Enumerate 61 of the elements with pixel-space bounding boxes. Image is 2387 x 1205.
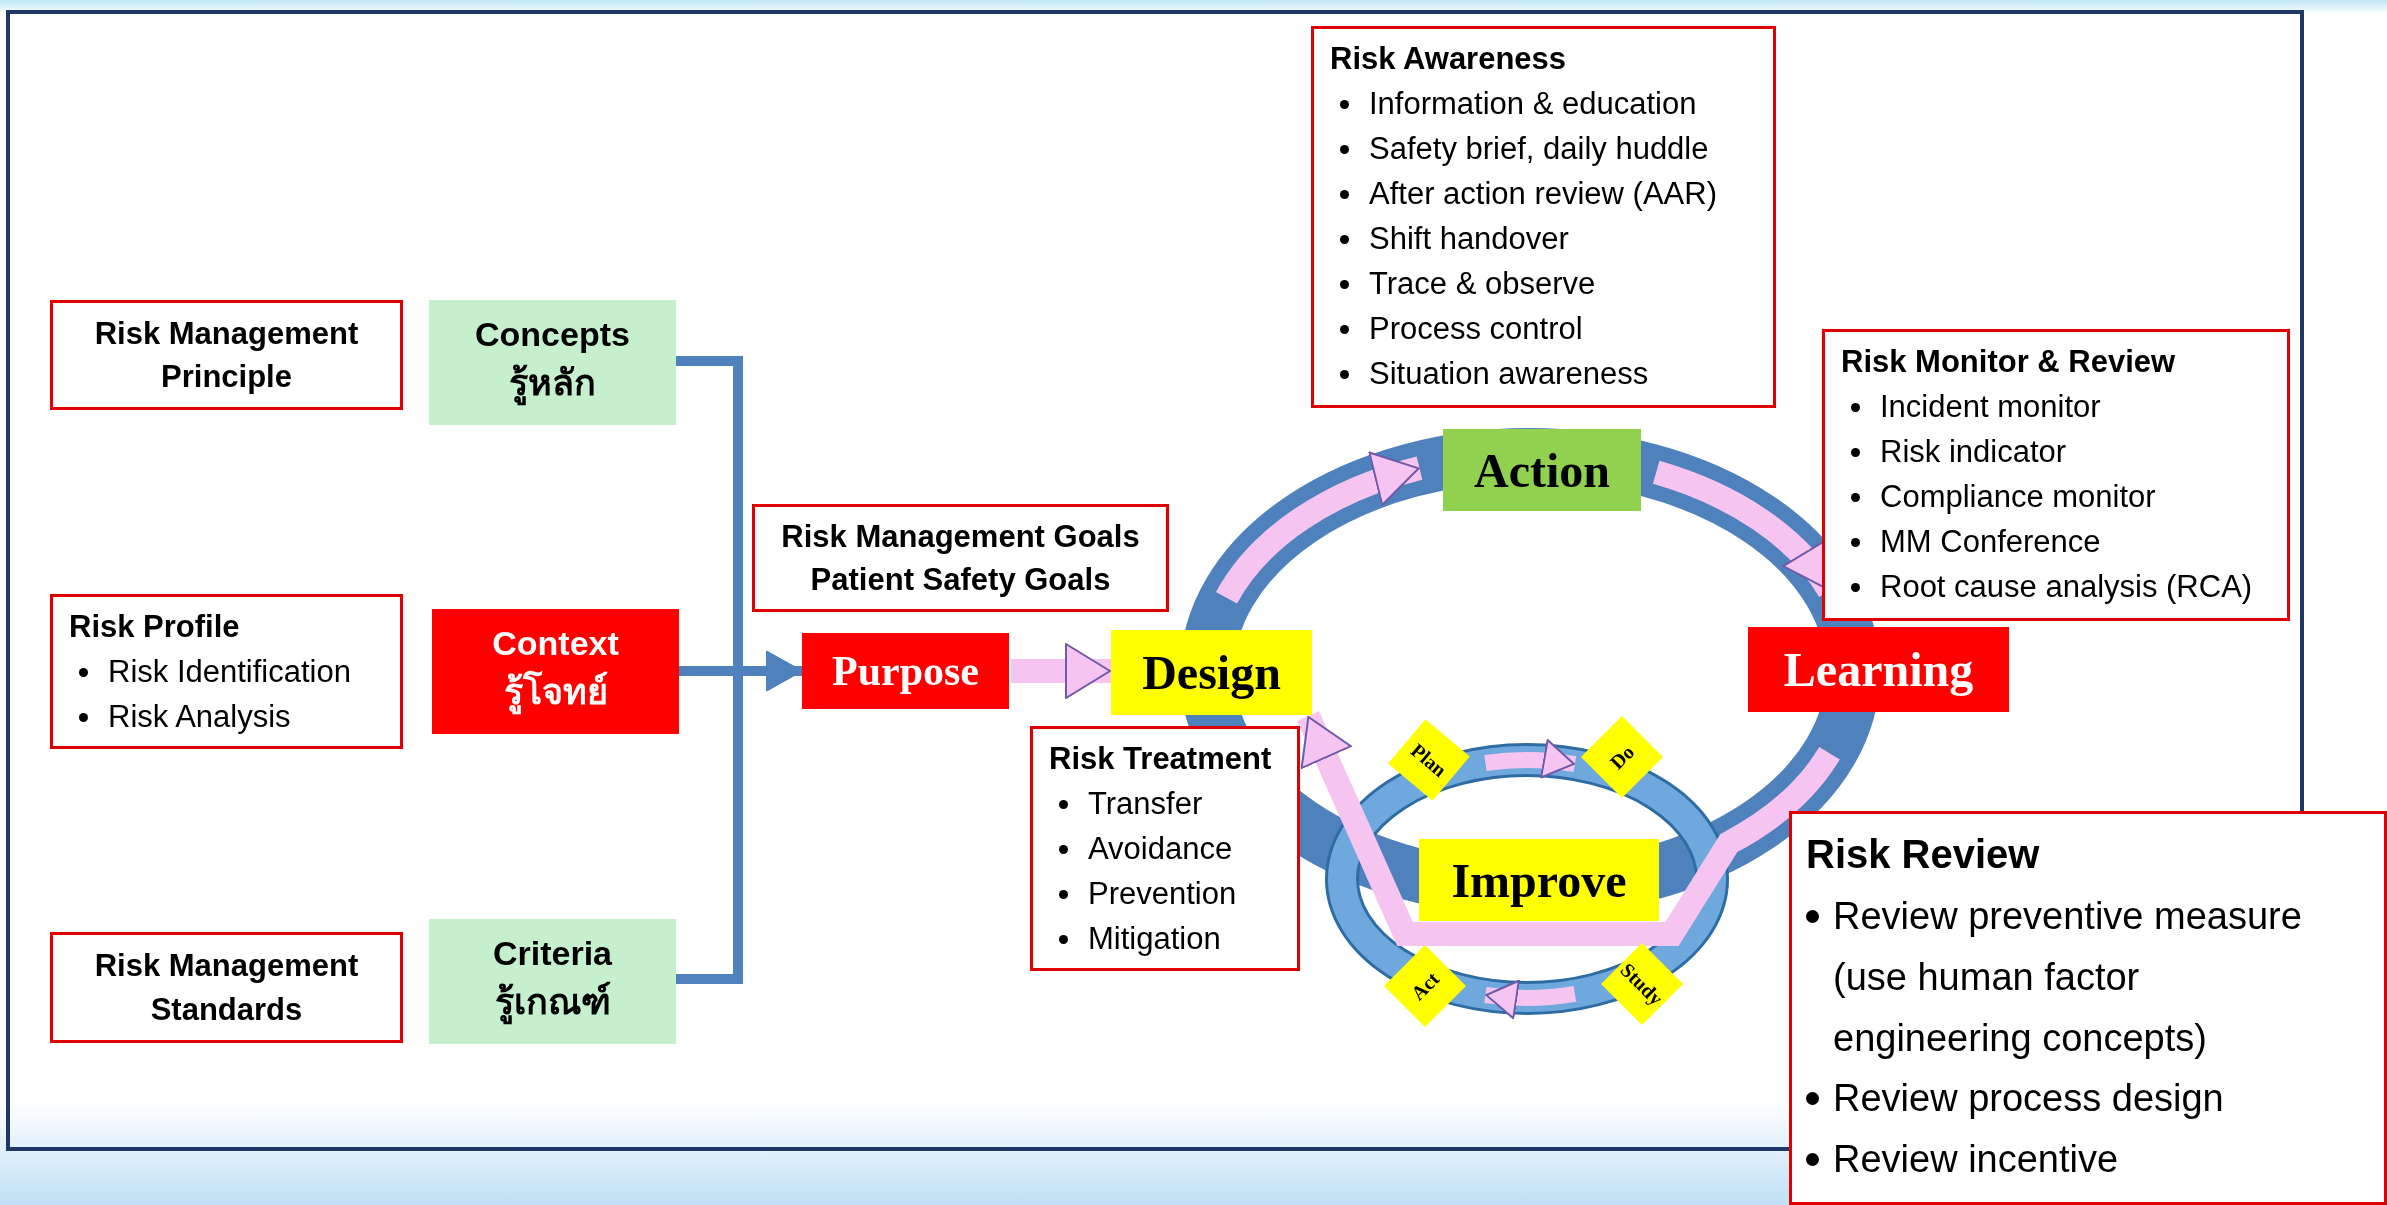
list-box <box>1822 329 2290 621</box>
stage-label: Action <box>1474 442 1610 498</box>
box-title: Risk Monitor & Review <box>1841 343 2177 381</box>
stage-box <box>802 633 1009 709</box>
list-item: Mitigation <box>1088 919 1221 958</box>
list-item: Trace & observe <box>1369 264 1596 303</box>
list-item: Incident monitor <box>1880 387 2101 426</box>
list-item: Information & education <box>1369 84 1697 123</box>
arrow <box>1011 643 1111 699</box>
label-text: Context <box>492 623 619 663</box>
list-item: Compliance monitor <box>1880 477 2156 516</box>
list-box <box>1789 811 2387 1205</box>
list-box <box>1030 726 1300 971</box>
stage-box <box>1419 839 1659 921</box>
stage-box <box>1748 627 2009 712</box>
box-title: Risk Treatment <box>1049 740 1273 778</box>
label-text: Concepts <box>475 314 630 354</box>
stage-label: Learning <box>1783 642 1974 697</box>
list-item: Review incentive <box>1833 1137 2119 1183</box>
label-text: รู้หลัก <box>509 353 596 411</box>
arrow <box>1484 978 1576 1019</box>
label-box <box>429 300 676 425</box>
list-item: After action review (AAR) <box>1369 174 1717 213</box>
text-box <box>752 504 1169 612</box>
text-box <box>50 932 403 1043</box>
stage-box <box>1443 429 1641 511</box>
step-label: Act <box>1406 967 1444 1005</box>
list-item: Avoidance <box>1088 829 1233 868</box>
list-item: Root cause analysis (RCA) <box>1880 567 2253 606</box>
list-item: Review preventive measure (use human factor engineering concepts) <box>1833 894 2303 1061</box>
list-item: Review process design <box>1833 1076 2224 1122</box>
step-label: Do <box>1605 740 1639 774</box>
label-text: Patient Safety Goals <box>810 561 1111 599</box>
list-item: Transfer <box>1088 784 1203 823</box>
list-item: Prevention <box>1088 874 1237 913</box>
list-item: Situation awareness <box>1369 354 1649 393</box>
list-box <box>1311 26 1776 408</box>
label-box <box>429 919 676 1044</box>
box-title: Risk Profile <box>69 608 241 646</box>
list-item: Risk Identification <box>108 652 351 691</box>
label-text: รู้เกณฑ์ <box>494 972 611 1030</box>
list-item: Process control <box>1369 309 1583 348</box>
stage-box <box>1111 630 1312 715</box>
list-item: Safety brief, daily huddle <box>1369 129 1709 168</box>
list-item: MM Conference <box>1880 522 2101 561</box>
label-text: Risk Management Standards <box>93 947 360 1029</box>
list-item: Shift handover <box>1369 219 1569 258</box>
label-text: Risk Management Principle <box>93 314 360 396</box>
stage-label: Design <box>1142 645 1281 700</box>
stage-label: Purpose <box>832 647 979 695</box>
box-title: Risk Review <box>1806 831 2041 878</box>
label-text: รู้โจทย์ <box>503 662 608 720</box>
box-title: Risk Awareness <box>1330 40 1568 78</box>
list-item: Risk Analysis <box>108 697 291 736</box>
label-box <box>432 609 679 734</box>
stage-label: Improve <box>1451 852 1627 908</box>
label-text: Criteria <box>492 933 613 973</box>
list-box <box>50 594 403 749</box>
list-item: Risk indicator <box>1880 432 2067 471</box>
text-box <box>50 300 403 410</box>
label-text: Risk Management Goals <box>781 517 1140 556</box>
